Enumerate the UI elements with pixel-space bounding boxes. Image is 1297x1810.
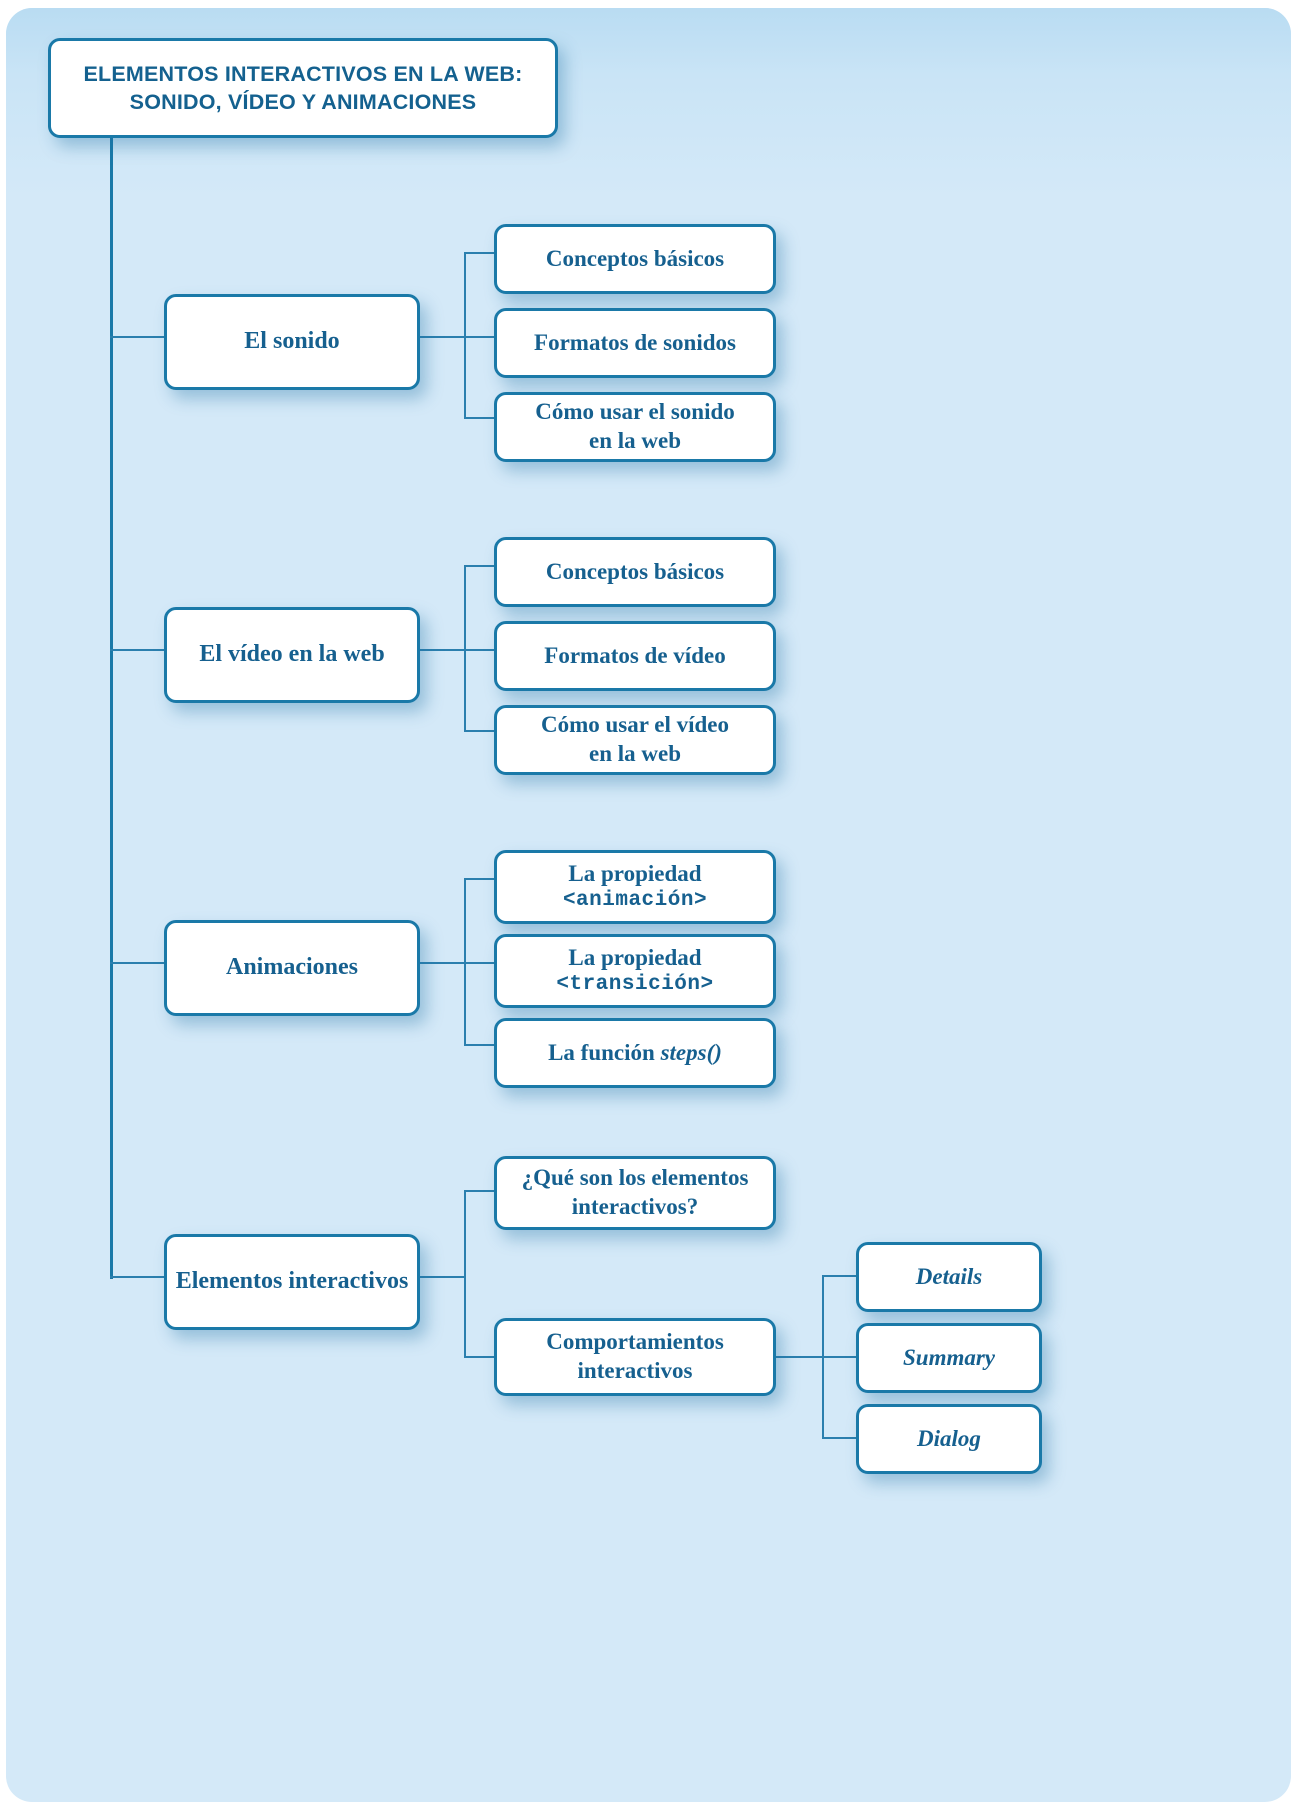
branch-node-el-sonido-label: El sonido — [244, 328, 340, 355]
branch-node-el-sonido[interactable]: El sonido — [164, 294, 420, 390]
leaf-node-summary[interactable]: Summary — [856, 1323, 1042, 1393]
root-node[interactable]: ELEMENTOS INTERACTIVOS EN LA WEB: SONIDO… — [48, 38, 558, 138]
connector-animaciones-child-3 — [464, 1044, 496, 1046]
leaf-node-video-como-usar[interactable]: Cómo usar el vídeo en la web — [494, 705, 776, 775]
connector-sonido-out — [418, 336, 466, 338]
leaf-node-dialog-label: Dialog — [917, 1425, 981, 1451]
leaf-node-summary-label: Summary — [902, 1344, 996, 1370]
connector-comportamientos-child-2 — [822, 1356, 858, 1358]
connector-trunk-to-animaciones — [110, 962, 168, 964]
connector-root-trunk — [110, 132, 113, 1279]
root-node-label: ELEMENTOS INTERACTIVOS EN LA WEB: SONIDO… — [83, 61, 523, 114]
leaf-node-comportamientos-interactivos[interactable]: Comportamientos interactivos — [494, 1318, 776, 1396]
leaf-node-funcion-steps-emphasis: steps() — [660, 1039, 722, 1065]
leaf-node-video-formatos[interactable]: Formatos de vídeo — [494, 621, 776, 691]
connector-animaciones-child-1 — [464, 878, 496, 880]
leaf-node-video-como-usar-line2: en la web — [588, 741, 681, 766]
connector-sonido-spine — [464, 252, 466, 418]
leaf-node-video-como-usar-line1: Cómo usar el vídeo — [540, 712, 730, 738]
connector-elementos-child-2 — [464, 1356, 496, 1358]
connector-sonido-child-2 — [464, 336, 496, 338]
connector-animaciones-spine — [464, 878, 466, 1044]
branch-node-el-video-label: El vídeo en la web — [199, 641, 385, 668]
branch-node-elementos-interactivos-label: Elementos interactivos — [175, 1268, 409, 1295]
connector-video-spine — [464, 565, 466, 731]
leaf-node-propiedad-transicion-line1: La propiedad — [568, 944, 702, 970]
branch-node-animaciones[interactable]: Animaciones — [164, 920, 420, 1016]
connector-trunk-to-sonido — [110, 336, 168, 338]
branch-node-animaciones-label: Animaciones — [226, 954, 358, 981]
leaf-node-propiedad-animacion[interactable]: La propiedad <animación> — [494, 850, 776, 924]
connector-animaciones-child-2 — [464, 962, 496, 964]
connector-trunk-to-elementos — [110, 1276, 168, 1278]
leaf-node-propiedad-animacion-line1: La propiedad — [568, 860, 702, 886]
connector-comportamientos-child-1 — [822, 1275, 858, 1277]
connector-comportamientos-out — [776, 1356, 824, 1358]
leaf-node-que-son-elementos-line1: ¿Qué son los elementos — [521, 1165, 749, 1191]
connector-elementos-out — [418, 1276, 466, 1278]
leaf-node-sonido-como-usar[interactable]: Cómo usar el sonido en la web — [494, 392, 776, 462]
leaf-node-comportamientos-interactivos-line1: Comportamientos — [546, 1329, 724, 1355]
leaf-node-sonido-formatos[interactable]: Formatos de sonidos — [494, 308, 776, 378]
leaf-node-propiedad-transicion-line2: <transición> — [556, 973, 714, 997]
leaf-node-que-son-elementos[interactable]: ¿Qué son los elementos interactivos? — [494, 1156, 776, 1230]
connector-trunk-to-video — [110, 649, 168, 651]
branch-node-el-video[interactable]: El vídeo en la web — [164, 607, 420, 703]
connector-video-child-1 — [464, 565, 496, 567]
leaf-node-propiedad-transicion[interactable]: La propiedad <transición> — [494, 934, 776, 1008]
leaf-node-dialog[interactable]: Dialog — [856, 1404, 1042, 1474]
leaf-node-details-label: Details — [915, 1263, 983, 1289]
diagram-panel: ELEMENTOS INTERACTIVOS EN LA WEB: SONIDO… — [6, 8, 1291, 1802]
leaf-node-sonido-como-usar-line2: en la web — [588, 428, 681, 453]
connector-video-out — [418, 649, 466, 651]
leaf-node-details[interactable]: Details — [856, 1242, 1042, 1312]
leaf-node-sonido-conceptos-basicos[interactable]: Conceptos básicos — [494, 224, 776, 294]
leaf-node-funcion-steps-prefix: La función — [548, 1039, 661, 1065]
leaf-node-sonido-conceptos-basicos-label: Conceptos básicos — [545, 245, 725, 271]
leaf-node-video-conceptos-basicos-label: Conceptos básicos — [545, 558, 725, 584]
connector-video-child-2 — [464, 649, 496, 651]
leaf-node-video-conceptos-basicos[interactable]: Conceptos básicos — [494, 537, 776, 607]
connector-sonido-child-1 — [464, 252, 496, 254]
leaf-node-sonido-como-usar-line1: Cómo usar el sonido — [535, 399, 735, 425]
leaf-node-propiedad-animacion-line2: <animación> — [562, 889, 708, 913]
leaf-node-funcion-steps[interactable]: La función steps() — [494, 1018, 776, 1088]
connector-video-child-3 — [464, 730, 496, 732]
connector-animaciones-out — [418, 962, 466, 964]
leaf-node-video-formatos-label: Formatos de vídeo — [544, 642, 726, 668]
leaf-node-que-son-elementos-line2: interactivos? — [571, 1194, 699, 1219]
connector-elementos-spine — [464, 1190, 466, 1357]
connector-elementos-child-1 — [464, 1190, 496, 1192]
connector-sonido-child-3 — [464, 417, 496, 419]
leaf-node-comportamientos-interactivos-line2: interactivos — [577, 1358, 693, 1383]
leaf-node-sonido-formatos-label: Formatos de sonidos — [534, 329, 736, 355]
connector-comportamientos-child-3 — [822, 1437, 858, 1439]
branch-node-elementos-interactivos[interactable]: Elementos interactivos — [164, 1234, 420, 1330]
